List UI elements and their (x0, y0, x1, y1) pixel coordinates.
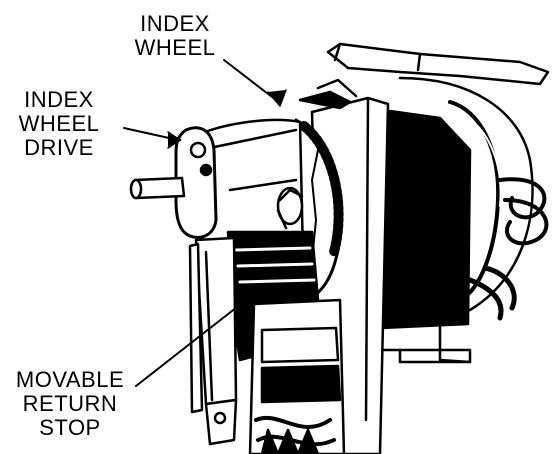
movable-return-stop-label: MOVABLE RETURN STOP (0, 368, 140, 440)
leader-lines (123, 59, 287, 387)
index-wheel-drive-label-line-3: DRIVE (24, 135, 94, 160)
index-wheel-drive-label-line-2: WHEEL (18, 111, 100, 136)
index-wheel-label: INDEX WHEEL (115, 12, 235, 60)
drive-disc (170, 126, 218, 239)
index-wheel-drive-label: INDEX WHEEL DRIVE (0, 88, 118, 160)
index-wheel-leader (223, 59, 277, 101)
movable-return-stop-label-line-1: MOVABLE (15, 367, 125, 392)
switch-body (248, 298, 346, 454)
return-stop-arm (188, 236, 238, 446)
movable-return-stop-leader (135, 299, 247, 387)
movable-return-stop-label-line-2: RETURN (22, 391, 118, 416)
index-wheel-label-line-2: WHEEL (134, 35, 216, 60)
wires (467, 177, 549, 321)
top-bracket (326, 42, 550, 86)
movable-return-stop-label-line-3: STOP (39, 415, 101, 440)
output-shaft (129, 176, 186, 200)
index-wheel-drive-label-line-1: INDEX (24, 87, 94, 112)
index-wheel-arrowhead (267, 89, 287, 107)
index-wheel-label-line-1: INDEX (140, 11, 210, 36)
index-wheel-drive-arrowhead (167, 131, 181, 149)
